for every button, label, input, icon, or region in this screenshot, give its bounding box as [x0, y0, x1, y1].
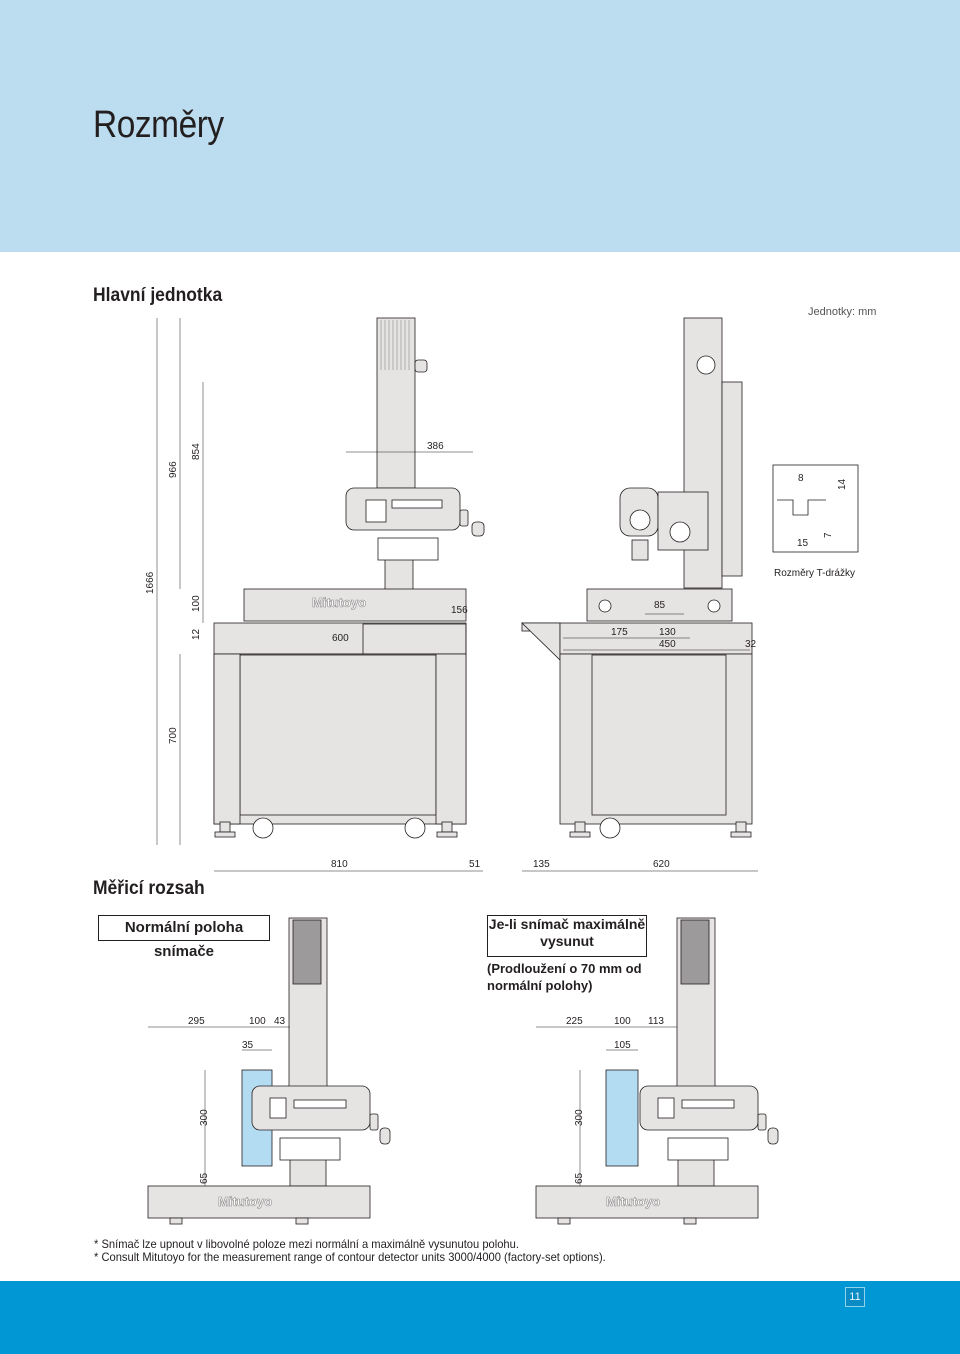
dim-tslot-14: 14	[837, 478, 848, 490]
extended-position-label: Je-li snímač maximálně vysunut	[487, 915, 647, 957]
dim-51: 51	[469, 859, 481, 870]
normal-position-drawing	[147, 917, 391, 1225]
dim-ext-113: 113	[648, 1016, 664, 1027]
dim-130: 130	[659, 627, 676, 638]
dim-12: 12	[191, 628, 202, 640]
brand-logo-extended: Mitutoyo	[606, 1194, 660, 1209]
dim-ext-105: 105	[614, 1040, 631, 1051]
dim-normal-295: 295	[188, 1016, 205, 1027]
dim-normal-35: 35	[242, 1040, 254, 1051]
front-base	[243, 588, 467, 622]
footer-band	[0, 1281, 960, 1354]
dim-156: 156	[451, 605, 468, 616]
header-band	[0, 0, 960, 252]
page-number: 11	[845, 1287, 865, 1307]
side-stand-top	[559, 622, 753, 655]
extended-position-drawing	[535, 917, 779, 1225]
extended-sub-label: (Prodloužení o 70 mm od normální polohy)	[487, 960, 657, 994]
dim-810: 810	[331, 859, 348, 870]
extended-label-line2: vysunut	[540, 933, 594, 949]
dim-tslot-15: 15	[797, 538, 809, 549]
dim-966: 966	[168, 461, 179, 478]
extended-sub-line2: normální polohy)	[487, 978, 593, 993]
t-slot-inset	[772, 464, 859, 553]
dim-tslot-7: 7	[823, 532, 834, 538]
dim-ext-65: 65	[574, 1172, 585, 1184]
dim-450: 450	[659, 639, 676, 650]
dim-700: 700	[168, 727, 179, 744]
dim-32: 32	[745, 639, 757, 650]
note-line-1: * Snímač lze upnout v libovolné poloze m…	[94, 1237, 519, 1251]
units-label: Jednotky: mm	[808, 306, 877, 318]
dim-175: 175	[611, 627, 628, 638]
dim-normal-300: 300	[199, 1109, 210, 1126]
dim-1666: 1666	[145, 571, 156, 594]
dim-100: 100	[191, 595, 202, 612]
dim-854: 854	[191, 443, 202, 460]
page-title: Rozměry	[93, 104, 224, 146]
dim-normal-65: 65	[199, 1172, 210, 1184]
extended-label-line1: Je-li snímač maximálně	[488, 916, 646, 932]
dim-tslot-8: 8	[798, 473, 804, 484]
brand-logo-main: Mitutoyo	[312, 595, 366, 610]
extended-measuring-zone	[605, 1069, 639, 1167]
measuring-range-heading: Měřicí rozsah	[93, 878, 205, 899]
t-slot-caption: Rozměry T-drážky	[774, 568, 855, 579]
dim-135: 135	[533, 859, 550, 870]
dim-85: 85	[654, 600, 666, 611]
front-stand-top	[213, 622, 467, 655]
brand-logo-normal: Mitutoyo	[218, 1194, 272, 1209]
dim-386: 386	[427, 441, 444, 452]
note-line-2: * Consult Mitutoyo for the measurement r…	[94, 1250, 606, 1264]
extended-sub-line1: (Prodloužení o 70 mm od	[487, 961, 642, 976]
dim-normal-43: 43	[274, 1016, 286, 1027]
dim-ext-100: 100	[614, 1016, 631, 1027]
dim-600: 600	[332, 633, 349, 644]
dim-620: 620	[653, 859, 670, 870]
dim-ext-225: 225	[566, 1016, 583, 1027]
dim-ext-300: 300	[574, 1109, 585, 1126]
dim-normal-100: 100	[249, 1016, 266, 1027]
normal-position-label: Normální poloha snímače	[98, 915, 270, 960]
main-unit-heading: Hlavní jednotka	[93, 285, 223, 306]
